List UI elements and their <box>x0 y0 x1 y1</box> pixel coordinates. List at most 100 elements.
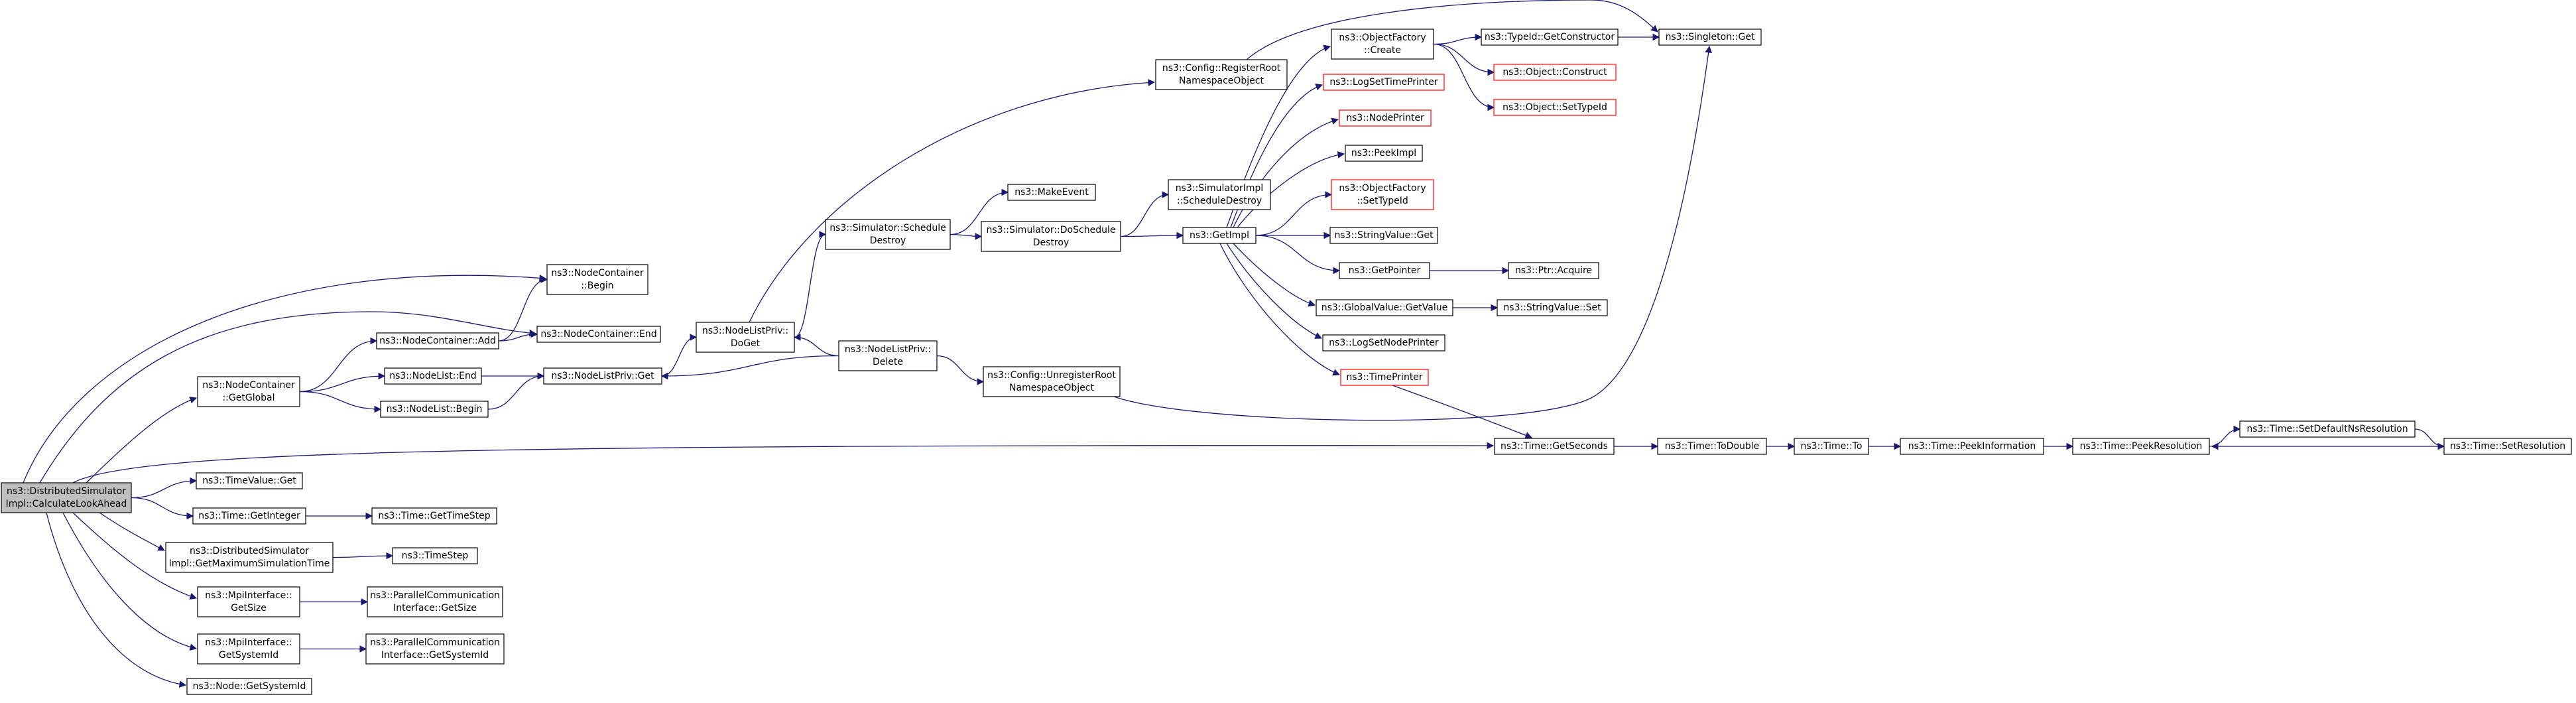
node-time-gettimestep[interactable]: ns3::Time::GetTimeStep <box>371 507 497 525</box>
node-obj-settypeid[interactable]: ns3::Object::SetTypeId <box>1493 99 1617 116</box>
node-label: ns3::NodeList::Begin <box>387 404 483 415</box>
node-pci-getsystemid[interactable]: ns3::ParallelCommunicationInterface::Get… <box>365 633 505 665</box>
node-nlp-get[interactable]: ns3::NodeListPriv::Get <box>543 367 662 385</box>
node-stringvalue-get[interactable]: ns3::StringValue::Get <box>1329 227 1438 244</box>
node-label: Destroy <box>870 235 906 246</box>
node-label: ns3::MpiInterface:: <box>205 590 292 601</box>
node-box <box>1794 438 1869 455</box>
edge-cfg_register-to-singleton_get <box>1246 0 1658 60</box>
node-typeid-getctor[interactable]: ns3::TypeId::GetConstructor <box>1481 29 1619 46</box>
node-nc-begin[interactable]: ns3::NodeContainer::Begin <box>546 264 648 295</box>
node-label: ns3::Time::To <box>1801 441 1863 452</box>
node-label: ns3::GetPointer <box>1349 265 1421 276</box>
edge-nlp_delete-to-cfg_unregister-arrowhead <box>977 378 985 385</box>
node-time-getinteger[interactable]: ns3::Time::GetInteger <box>192 507 306 525</box>
edge-root-to-dsi_getmaxsimtime-arrowhead <box>157 544 165 551</box>
node-simimpl-sched-destroy[interactable]: ns3::SimulatorImpl::ScheduleDestroy <box>1168 179 1271 210</box>
edge-typeid_getctor-to-singleton_get-arrowhead <box>1652 33 1660 41</box>
edge-time_peekres-to-time_setdefaultnsres-arrowhead <box>2233 425 2241 433</box>
node-mpi-getsize[interactable]: ns3::MpiInterface::GetSize <box>197 586 300 617</box>
node-root[interactable]: ns3::DistributedSimulatorImpl::Calculate… <box>1 482 132 513</box>
node-nc-global[interactable]: ns3::NodeContainer::GetGlobal <box>197 376 300 407</box>
node-pci-getsize[interactable]: ns3::ParallelCommunicationInterface::Get… <box>367 586 503 617</box>
node-sim-sched-destroy[interactable]: ns3::Simulator::ScheduleDestroy <box>825 219 951 250</box>
node-log-set-time-printer[interactable]: ns3::LogSetTimePrinter <box>1323 74 1445 91</box>
node-label: ns3::Time::PeekInformation <box>1908 441 2036 452</box>
node-globalvalue-getvalue[interactable]: ns3::GlobalValue::GetValue <box>1316 299 1453 316</box>
node-label: Impl::CalculateLookAhead <box>6 499 127 509</box>
edge-nlp_doget-to-cfg_register-arrowhead <box>1148 79 1156 86</box>
edge-time_todouble-to-time_to-arrowhead <box>1788 442 1796 450</box>
node-label: ns3::Time::SetResolution <box>2450 441 2565 452</box>
node-time-peekres[interactable]: ns3::Time::PeekResolution <box>2072 438 2210 455</box>
node-label: DoGet <box>731 338 761 349</box>
node-stringvalue-set[interactable]: ns3::StringValue::Set <box>1497 299 1608 316</box>
node-box <box>1339 109 1432 127</box>
node-label: ns3::Time::GetInteger <box>198 511 300 521</box>
node-of-create[interactable]: ns3::ObjectFactory::Create <box>1331 29 1434 60</box>
node-box <box>392 547 478 564</box>
node-timevalue-get[interactable]: ns3::TimeValue::Get <box>196 472 303 489</box>
node-label: ns3::NodeListPriv:: <box>702 326 788 336</box>
node-box <box>1658 29 1762 46</box>
node-label: ns3::Config::RegisterRoot <box>1162 63 1281 74</box>
node-time-setres[interactable]: ns3::Time::SetResolution <box>2443 438 2572 455</box>
node-time-getseconds[interactable]: ns3::Time::GetSeconds <box>1494 438 1615 455</box>
node-box <box>1340 369 1429 386</box>
edge-root-to-mpi_getsystemid-arrowhead <box>189 643 198 651</box>
node-time-todouble[interactable]: ns3::Time::ToDouble <box>1657 438 1767 455</box>
edge-getimpl-to-of_create-arrowhead <box>1323 44 1331 52</box>
node-label: ::ScheduleDestroy <box>1177 196 1262 206</box>
node-nl-end[interactable]: ns3::NodeList::End <box>384 367 482 385</box>
node-nc-add[interactable]: ns3::NodeContainer::Add <box>376 332 499 350</box>
node-label: Impl::GetMaximumSimulationTime <box>169 558 330 569</box>
edge-sim_sched_destroy-to-sim_do_sched_destroy-arrowhead <box>975 233 983 240</box>
edge-nc_add-to-nc_begin-arrowhead <box>540 276 548 283</box>
node-box <box>367 586 503 617</box>
node-singleton-get[interactable]: ns3::Singleton::Get <box>1658 29 1762 46</box>
node-label: ns3::Time::PeekResolution <box>2080 441 2203 452</box>
node-timestep[interactable]: ns3::TimeStep <box>392 547 478 564</box>
node-box <box>165 542 334 573</box>
node-time-peekinfo[interactable]: ns3::Time::PeekInformation <box>1900 438 2044 455</box>
node-log-set-node-printer[interactable]: ns3::LogSetNodePrinter <box>1322 334 1445 352</box>
node-box <box>1182 227 1257 244</box>
node-label: ns3::MakeEvent <box>1014 187 1089 198</box>
node-nc-end[interactable]: ns3::NodeContainer::End <box>536 326 661 343</box>
node-box <box>1481 29 1619 46</box>
node-label: ns3::NodeList::End <box>389 371 477 381</box>
node-box <box>1339 262 1430 279</box>
node-mpi-getsystemid[interactable]: ns3::MpiInterface::GetSystemId <box>197 633 300 665</box>
node-nlp-doget[interactable]: ns3::NodeListPriv::DoGet <box>696 322 795 353</box>
node-time-printer[interactable]: ns3::TimePrinter <box>1340 369 1429 386</box>
node-box <box>1493 99 1617 116</box>
node-label: ns3::NodePrinter <box>1346 113 1424 123</box>
node-node-printer[interactable]: ns3::NodePrinter <box>1339 109 1432 127</box>
edge-getimpl-to-log_set_node_printer-arrowhead <box>1314 332 1323 339</box>
node-node-getsystemid[interactable]: ns3::Node::GetSystemId <box>186 678 312 695</box>
node-peekimpl[interactable]: ns3::PeekImpl <box>1345 145 1423 162</box>
edge-nlp_doget-to-sim_sched_destroy-arrowhead <box>819 231 827 238</box>
node-nl-begin[interactable]: ns3::NodeList::Begin <box>380 401 489 418</box>
node-time-setdefaultnsres[interactable]: ns3::Time::SetDefaultNsResolution <box>2239 420 2416 438</box>
node-getpointer[interactable]: ns3::GetPointer <box>1339 262 1430 279</box>
edge-nlp_delete-to-nlp_doget <box>794 336 839 357</box>
node-dsi-getmaxsimtime[interactable]: ns3::DistributedSimulatorImpl::GetMaximu… <box>165 542 334 573</box>
node-getimpl[interactable]: ns3::GetImpl <box>1182 227 1257 244</box>
node-make-event[interactable]: ns3::MakeEvent <box>1007 184 1096 201</box>
node-box <box>1900 438 2044 455</box>
edge-root-to-mpi_getsize <box>72 512 197 599</box>
node-time-to[interactable]: ns3::Time::To <box>1794 438 1869 455</box>
node-label: ::SetTypeId <box>1357 196 1408 206</box>
node-label: ns3::ParallelCommunication <box>370 590 500 601</box>
node-obj-construct[interactable]: ns3::Object::Construct <box>1493 64 1617 81</box>
node-of-settypeid[interactable]: ns3::ObjectFactory::SetTypeId <box>1331 179 1434 210</box>
node-ptr-acquire[interactable]: ns3::Ptr::Acquire <box>1508 262 1599 279</box>
node-label: ns3::ParallelCommunication <box>370 637 500 648</box>
node-cfg-unregister[interactable]: ns3::Config::UnregisterRootNamespaceObje… <box>983 366 1121 397</box>
node-box <box>1494 438 1615 455</box>
node-nlp-delete[interactable]: ns3::NodeListPriv::Delete <box>838 340 938 371</box>
node-label: ns3::LogSetTimePrinter <box>1329 77 1438 88</box>
